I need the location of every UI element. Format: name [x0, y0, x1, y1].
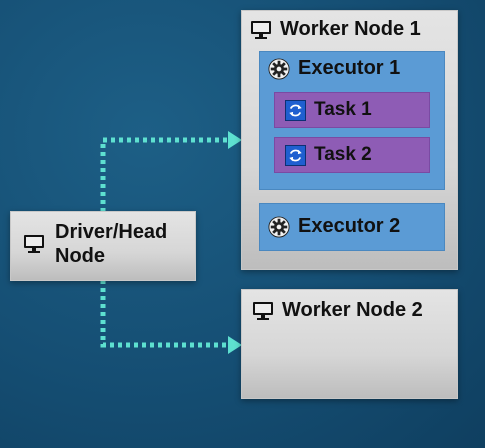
task-2: Task 2 — [274, 137, 430, 173]
driver-node: Driver/Head Node — [10, 211, 196, 281]
executor-1-header: Executor 1 — [268, 57, 400, 80]
arrowhead-worker-2 — [228, 336, 242, 354]
executor-1: Executor 1 Task 1 Task 2 — [259, 51, 445, 190]
gear-icon — [268, 57, 290, 80]
monitor-icon — [251, 20, 271, 39]
task-2-label: Task 2 — [314, 144, 372, 165]
connector-to-worker-1 — [100, 137, 228, 212]
executor-1-title: Executor 1 — [298, 57, 401, 79]
worker-node-1-title: Worker Node 1 — [280, 18, 421, 40]
refresh-icon — [285, 99, 306, 121]
arrowhead-worker-1 — [228, 131, 242, 149]
driver-label-line2: Node — [55, 245, 105, 267]
monitor-icon — [253, 301, 273, 320]
worker-node-2-header: Worker Node 2 — [252, 299, 423, 322]
connector-to-worker-2 — [100, 280, 228, 348]
task-1-label: Task 1 — [314, 99, 372, 120]
worker-node-1-header: Worker Node 1 — [250, 18, 421, 41]
driver-label-line1: Driver/Head — [55, 221, 168, 243]
worker-node-1: Worker Node 1 Executor 1 — [241, 10, 458, 270]
worker-node-2: Worker Node 2 — [241, 289, 458, 399]
gear-icon — [268, 215, 290, 238]
driver-node-label: Driver/Head Node — [55, 220, 167, 268]
refresh-icon — [285, 144, 306, 166]
monitor-icon — [24, 235, 44, 253]
executor-2: Executor 2 — [259, 203, 445, 251]
executor-2-title: Executor 2 — [298, 215, 401, 237]
worker-node-2-title: Worker Node 2 — [282, 299, 423, 321]
executor-2-header: Executor 2 — [268, 215, 400, 238]
task-1: Task 1 — [274, 92, 430, 128]
